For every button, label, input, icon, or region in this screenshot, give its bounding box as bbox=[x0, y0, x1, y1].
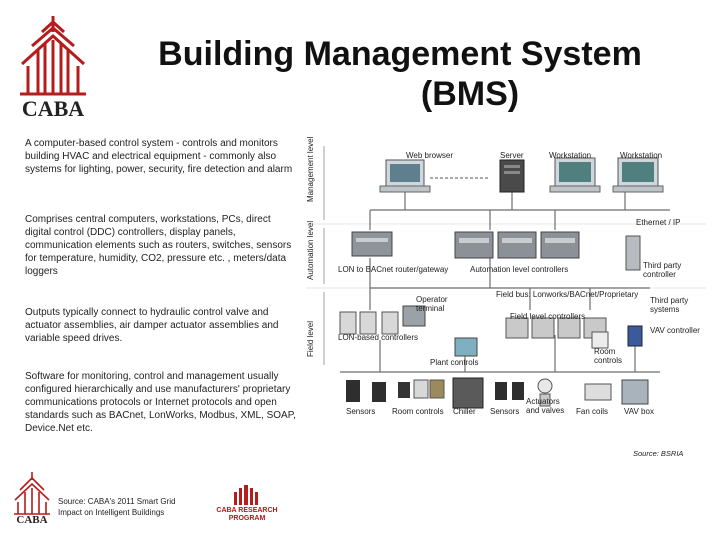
paragraph-components: Comprises central computers, workstation… bbox=[25, 214, 292, 277]
automation-controller-icon bbox=[454, 231, 580, 259]
paragraph-definition: A computer-based control system - contro… bbox=[25, 138, 293, 175]
label-workstation-1: Workstation bbox=[549, 151, 592, 160]
caba-building-icon bbox=[14, 16, 92, 120]
label-fan-coils: Fan coils bbox=[576, 407, 609, 416]
label-vav-box: VAV box bbox=[624, 407, 654, 416]
operator-terminal-icon bbox=[402, 305, 426, 327]
lon-router-icon bbox=[351, 231, 393, 257]
label-server: Server bbox=[500, 151, 524, 160]
caba-building-icon bbox=[14, 472, 50, 515]
bms-architecture-diagram: Management level Automation level Field … bbox=[300, 136, 710, 470]
label-automation-controllers: Automation level controllers bbox=[470, 265, 569, 274]
label-operator-terminal: Operator terminal bbox=[416, 295, 448, 313]
label-vav-controller: VAV controller bbox=[650, 326, 700, 335]
caba-research-program-logo: CABA RESEARCH PROGRAM bbox=[212, 484, 282, 524]
label-sensors-1: Sensors bbox=[346, 407, 376, 416]
paragraph-outputs: Outputs typically connect to hydraulic c… bbox=[25, 307, 279, 344]
room-controls-icon bbox=[591, 331, 609, 349]
field-controller-icon bbox=[505, 317, 607, 339]
actuator-valve-icon bbox=[537, 378, 553, 407]
label-room-controls-2: Room controls bbox=[392, 407, 444, 416]
vav-controller-icon bbox=[627, 325, 643, 347]
automation-level-label: Automation level bbox=[306, 220, 315, 280]
label-actuators-valves: Actuators and valves bbox=[526, 397, 565, 415]
label-workstation-2: Workstation bbox=[620, 151, 663, 160]
paragraph-software: Software for monitoring, control and man… bbox=[25, 371, 296, 434]
workstation-icon bbox=[549, 157, 601, 193]
title-line-2: (BMS) bbox=[420, 75, 520, 113]
vav-box-icon bbox=[621, 379, 649, 405]
label-third-party-controller: Third party controller bbox=[643, 261, 682, 279]
web-browser-icon bbox=[379, 159, 431, 193]
server-icon bbox=[499, 159, 525, 193]
research-building-icon bbox=[234, 485, 258, 505]
label-lon-controllers: LON-based controllers bbox=[338, 333, 419, 342]
diagram-graphics bbox=[306, 146, 706, 409]
diagram-source: Source: BSRIA bbox=[633, 449, 684, 458]
label-third-party-systems: Third party systems bbox=[650, 296, 689, 314]
label-room-controls-1: Room controls bbox=[594, 347, 623, 365]
third-party-controller-icon bbox=[625, 235, 641, 271]
footer-source: Source: CABA's 2011 Smart Grid Impact on… bbox=[58, 497, 176, 517]
footer-caba-logo: CABA bbox=[12, 470, 52, 528]
chiller-icon bbox=[452, 377, 484, 409]
label-plant-controls: Plant controls bbox=[430, 358, 479, 367]
page-title: Building Management System (BMS) bbox=[120, 34, 680, 114]
program-line-2: PROGRAM bbox=[228, 515, 266, 522]
caba-logo: CABA bbox=[12, 10, 94, 122]
label-web-browser: Web browser bbox=[406, 151, 453, 160]
footer-caba-text: CABA bbox=[16, 514, 48, 526]
workstation-icon bbox=[612, 157, 664, 193]
management-level-label: Management level bbox=[306, 136, 315, 202]
lon-controller-icon bbox=[339, 311, 399, 335]
label-ethernet: Ethernet / IP bbox=[636, 218, 681, 227]
label-fieldbus: Field bus: Lonworks/BACnet/Proprietary bbox=[496, 290, 639, 299]
sensor-icon bbox=[346, 380, 386, 402]
sensor-icon bbox=[495, 382, 524, 400]
label-sensors-2: Sensors bbox=[490, 407, 520, 416]
label-field-level-controllers: Field level controllers bbox=[510, 312, 586, 321]
room-controls-device-icon bbox=[398, 379, 445, 399]
caba-logo-text: CABA bbox=[21, 96, 85, 121]
field-level-label: Field level bbox=[306, 321, 315, 358]
label-lon-router: LON to BACnet router/gateway bbox=[338, 265, 449, 274]
program-line-1: CABA RESEARCH bbox=[216, 507, 278, 514]
label-chiller: Chiller bbox=[453, 407, 476, 416]
title-line-1: Building Management System bbox=[158, 35, 642, 73]
plant-controls-icon bbox=[454, 337, 478, 357]
fan-coil-icon bbox=[584, 383, 612, 401]
